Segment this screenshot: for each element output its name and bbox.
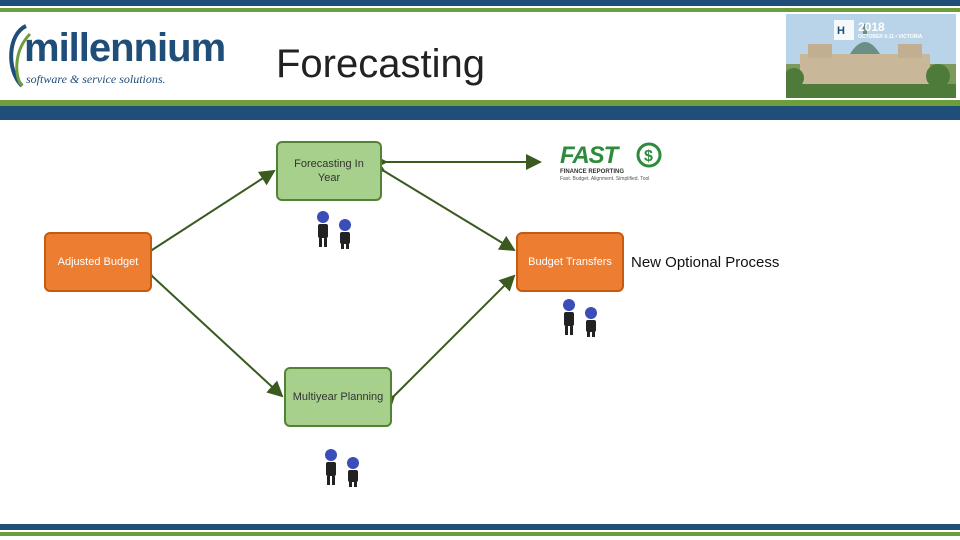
- millennium-logo: millennium software & service solutions.: [4, 20, 234, 92]
- node-forecasting-in-year: Forecasting In Year: [276, 141, 382, 201]
- node-label: Budget Transfers: [528, 256, 612, 268]
- logo-tagline: software & service solutions.: [26, 72, 166, 86]
- arrow-multiyear-to-transfers: [378, 274, 516, 412]
- svg-text:H: H: [837, 25, 845, 37]
- logo-wordmark: millennium: [24, 26, 226, 70]
- arrow-forecasting-to-transfers: [367, 156, 516, 252]
- svg-text:$: $: [644, 148, 653, 165]
- node-label: Multiyear Planning: [292, 391, 384, 403]
- fast-wordmark: FAST: [560, 142, 618, 169]
- header-band-green: [0, 100, 960, 106]
- event-dates: OCTOBER 9-11 • VICTORIA: [858, 34, 923, 40]
- people-icon: [325, 449, 359, 487]
- fast-subtitle: FINANCE REPORTING: [560, 169, 625, 175]
- node-multiyear-planning: Multiyear Planning: [284, 367, 392, 427]
- header-photo: H 2018 OCTOBER 9-11 • VICTORIA: [786, 14, 956, 98]
- people-icon: [317, 211, 351, 249]
- node-budget-transfers: Budget Transfers: [516, 232, 624, 292]
- node-label: Adjusted Budget: [57, 256, 139, 268]
- page-title: Forecasting: [276, 42, 485, 86]
- fast-logo: FAST $ FINANCE REPORTING Fast. Budget. A…: [560, 142, 670, 186]
- top-bar-green: [0, 8, 960, 12]
- node-label: Forecasting In Year: [294, 158, 364, 184]
- people-icon: [563, 299, 597, 337]
- header-band-navy: [0, 106, 960, 120]
- footer-bar-green: [0, 532, 960, 536]
- parliament-building-image: H: [786, 14, 956, 98]
- footer-bar-navy: [0, 524, 960, 530]
- logo-swoosh-icon: [9, 24, 32, 88]
- fast-tagline: Fast. Budget. Alignment. Simplified. Too…: [560, 176, 650, 182]
- top-bar-navy: [0, 0, 960, 6]
- dollar-circle-icon: $: [636, 142, 662, 168]
- arrow-adjusted-to-multiyear: [136, 260, 284, 398]
- optional-process-label: New Optional Process: [631, 254, 780, 271]
- node-adjusted-budget: Adjusted Budget: [44, 232, 152, 292]
- arrow-adjusted-to-forecasting: [135, 169, 276, 265]
- event-year: 2018: [858, 20, 885, 34]
